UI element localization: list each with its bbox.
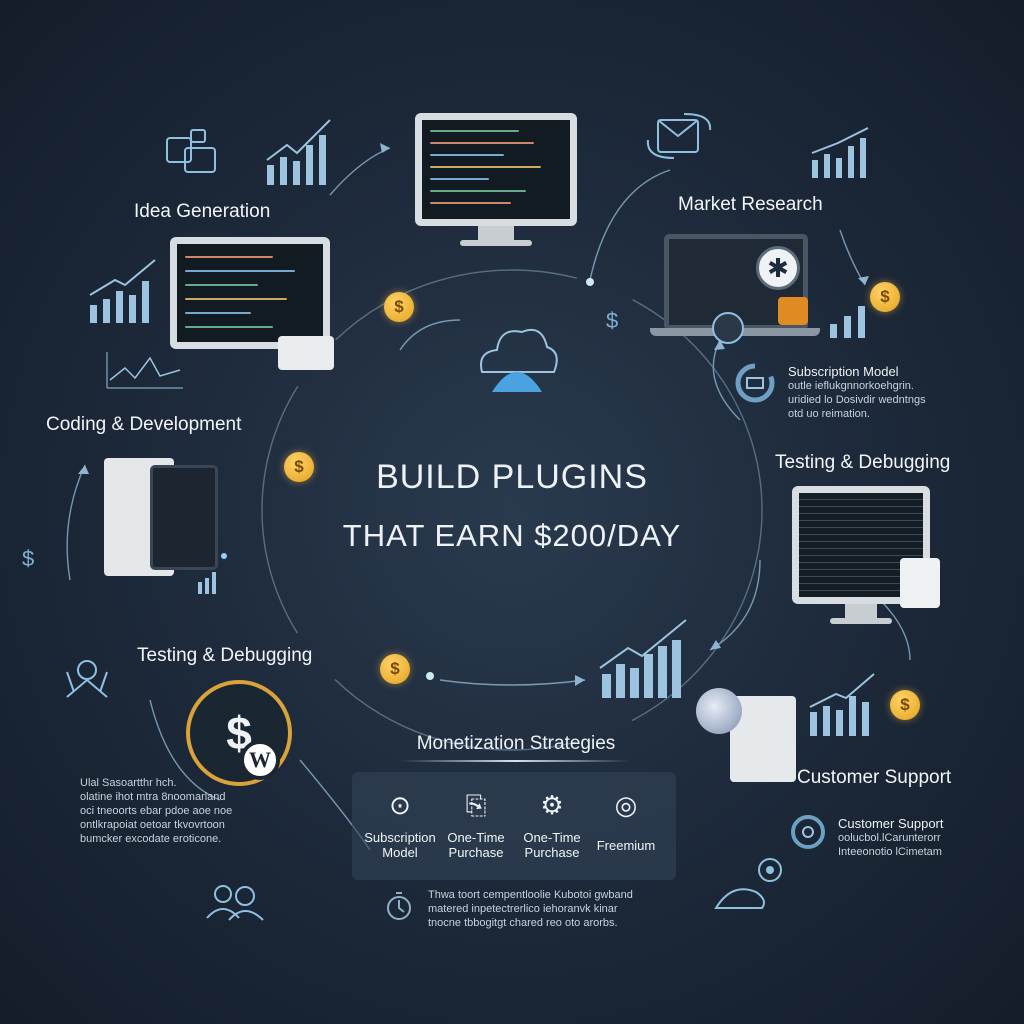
note-line: outle ieflukgnnorkoehgrin. [788, 380, 914, 392]
support-note: Customer Support oolucbol.lCarunterorr I… [838, 816, 944, 859]
strategy-one-time-purchase[interactable]: ⎘ One-Time Purchase [436, 790, 516, 860]
user-network-icon [66, 660, 108, 698]
note-line: tnocne tbbogitgt chared reo oto arorbs. [428, 917, 618, 929]
coin-icon: $ [384, 292, 414, 322]
dollar-icon: $ [606, 308, 619, 333]
target-icon: ◎ [614, 790, 638, 820]
subscription-note: Subscription Model outle ieflukgnnorkoeh… [788, 364, 926, 421]
gear-icon: ✱ [756, 246, 800, 290]
dollar-icon: $ [22, 546, 35, 571]
bar-chart-icon [809, 673, 875, 736]
coin-icon: $ [890, 690, 920, 720]
strategy-one-time-purchase-2[interactable]: ⚙ One-Time Purchase [512, 790, 592, 860]
note-line: oolucbol.lCarunterorr [838, 832, 941, 844]
growth-chart-icon [599, 619, 687, 698]
note-line: Thwa toort cempentloolie Kubotoi gwband [428, 889, 633, 901]
folder-device-icon [900, 558, 940, 608]
stage-testing-debugging-right: Testing & Debugging [775, 452, 951, 473]
code-monitor-left [170, 237, 330, 349]
bar-chart-icon [811, 127, 869, 178]
mini-bar-icon [198, 572, 216, 594]
wordpress-icon: W [240, 740, 280, 780]
stopwatch-icon [387, 892, 411, 920]
stage-customer-support: Customer Support [797, 767, 952, 788]
monetization-card: ⊙ Subscription Model ⎘ One-Time Purchase… [352, 772, 676, 880]
cloud-icon [480, 328, 558, 392]
gear-cancel-icon: ⚙ [540, 790, 564, 820]
monitor-base [830, 618, 892, 624]
subscription-dial-icon [735, 363, 775, 403]
strategy-label: Freemium [596, 838, 656, 853]
strategy-freemium[interactable]: ◎ Freemium [586, 790, 666, 853]
strategy-subscription[interactable]: ⊙ Subscription Model [360, 790, 440, 860]
note-line: matered inpetectrerlico iehoranvk kinar [428, 903, 618, 915]
debug-monitor [792, 486, 930, 604]
monitor-stand [478, 226, 514, 240]
note-line: Inteeonotio lCimetam [838, 846, 942, 858]
line-chart-icon [106, 352, 183, 389]
mini-bar-icon [830, 306, 865, 338]
mouse-icon [714, 888, 765, 909]
title-underline [400, 760, 630, 762]
box-rotate-icon [646, 113, 712, 159]
note-line: Ulal Sasoartthr hch. [80, 777, 177, 789]
title-line-2: THAT EARN $200/DAY [342, 518, 682, 553]
strategy-label: Subscription Model [364, 830, 436, 860]
subscription-note-title: Subscription Model [788, 364, 899, 379]
target-icon [758, 858, 782, 882]
cloud-users-icon [206, 885, 264, 921]
note-line: oci tneoorts ebar pdoe aoe noe [80, 805, 233, 817]
tablet-icon [150, 465, 218, 570]
document-download-icon: ⎘ [465, 790, 487, 820]
note-line: otd uo reimation. [788, 408, 870, 420]
stage-coding-development: Coding & Development [46, 414, 242, 435]
coin-icon: $ [380, 654, 410, 684]
title-line-1: BUILD PLUGINS [376, 458, 648, 496]
gem-icon [696, 688, 742, 734]
lock-chat-icon [791, 815, 825, 849]
growth-chart-icon [89, 259, 156, 323]
dollar-circle-icon: $ [186, 680, 292, 786]
code-monitor-top [415, 113, 577, 226]
stage-market-research: Market Research [678, 194, 823, 215]
puzzle-icon [166, 129, 216, 173]
chart-badge-icon [778, 297, 808, 325]
chat-bubble-icon [278, 336, 334, 370]
note-line: uridied lo Dosivdir wedntngs [788, 394, 926, 406]
note-line: ontlkrapoiat oetoar tkvovrtoon [80, 819, 225, 831]
note-line: olatine ihot mtra 8noomarland [80, 791, 226, 803]
sync-icon [712, 312, 744, 344]
monitor-base [460, 240, 532, 246]
dollar-gear-icon: ⊙ [389, 790, 411, 820]
strategy-label: One-Time Purchase [447, 830, 505, 860]
left-note: Ulal Sasoartthr hch. olatine ihot mtra 8… [80, 776, 232, 846]
monetization-title: Monetization Strategies [416, 733, 616, 754]
strategy-label: One-Time Purchase [523, 830, 581, 860]
coin-icon: $ [870, 282, 900, 312]
monitor-stand [845, 604, 877, 618]
strategy-note: Thwa toort cempentloolie Kubotoi gwband … [428, 888, 633, 930]
stage-idea-generation: Idea Generation [134, 201, 271, 222]
support-note-title: Customer Support [838, 816, 944, 831]
stage-testing-debugging-left: Testing & Debugging [137, 645, 313, 666]
bar-chart-icon [266, 119, 331, 185]
coin-icon: $ [284, 452, 314, 482]
note-line: bumcker excodate eroticone. [80, 833, 222, 845]
